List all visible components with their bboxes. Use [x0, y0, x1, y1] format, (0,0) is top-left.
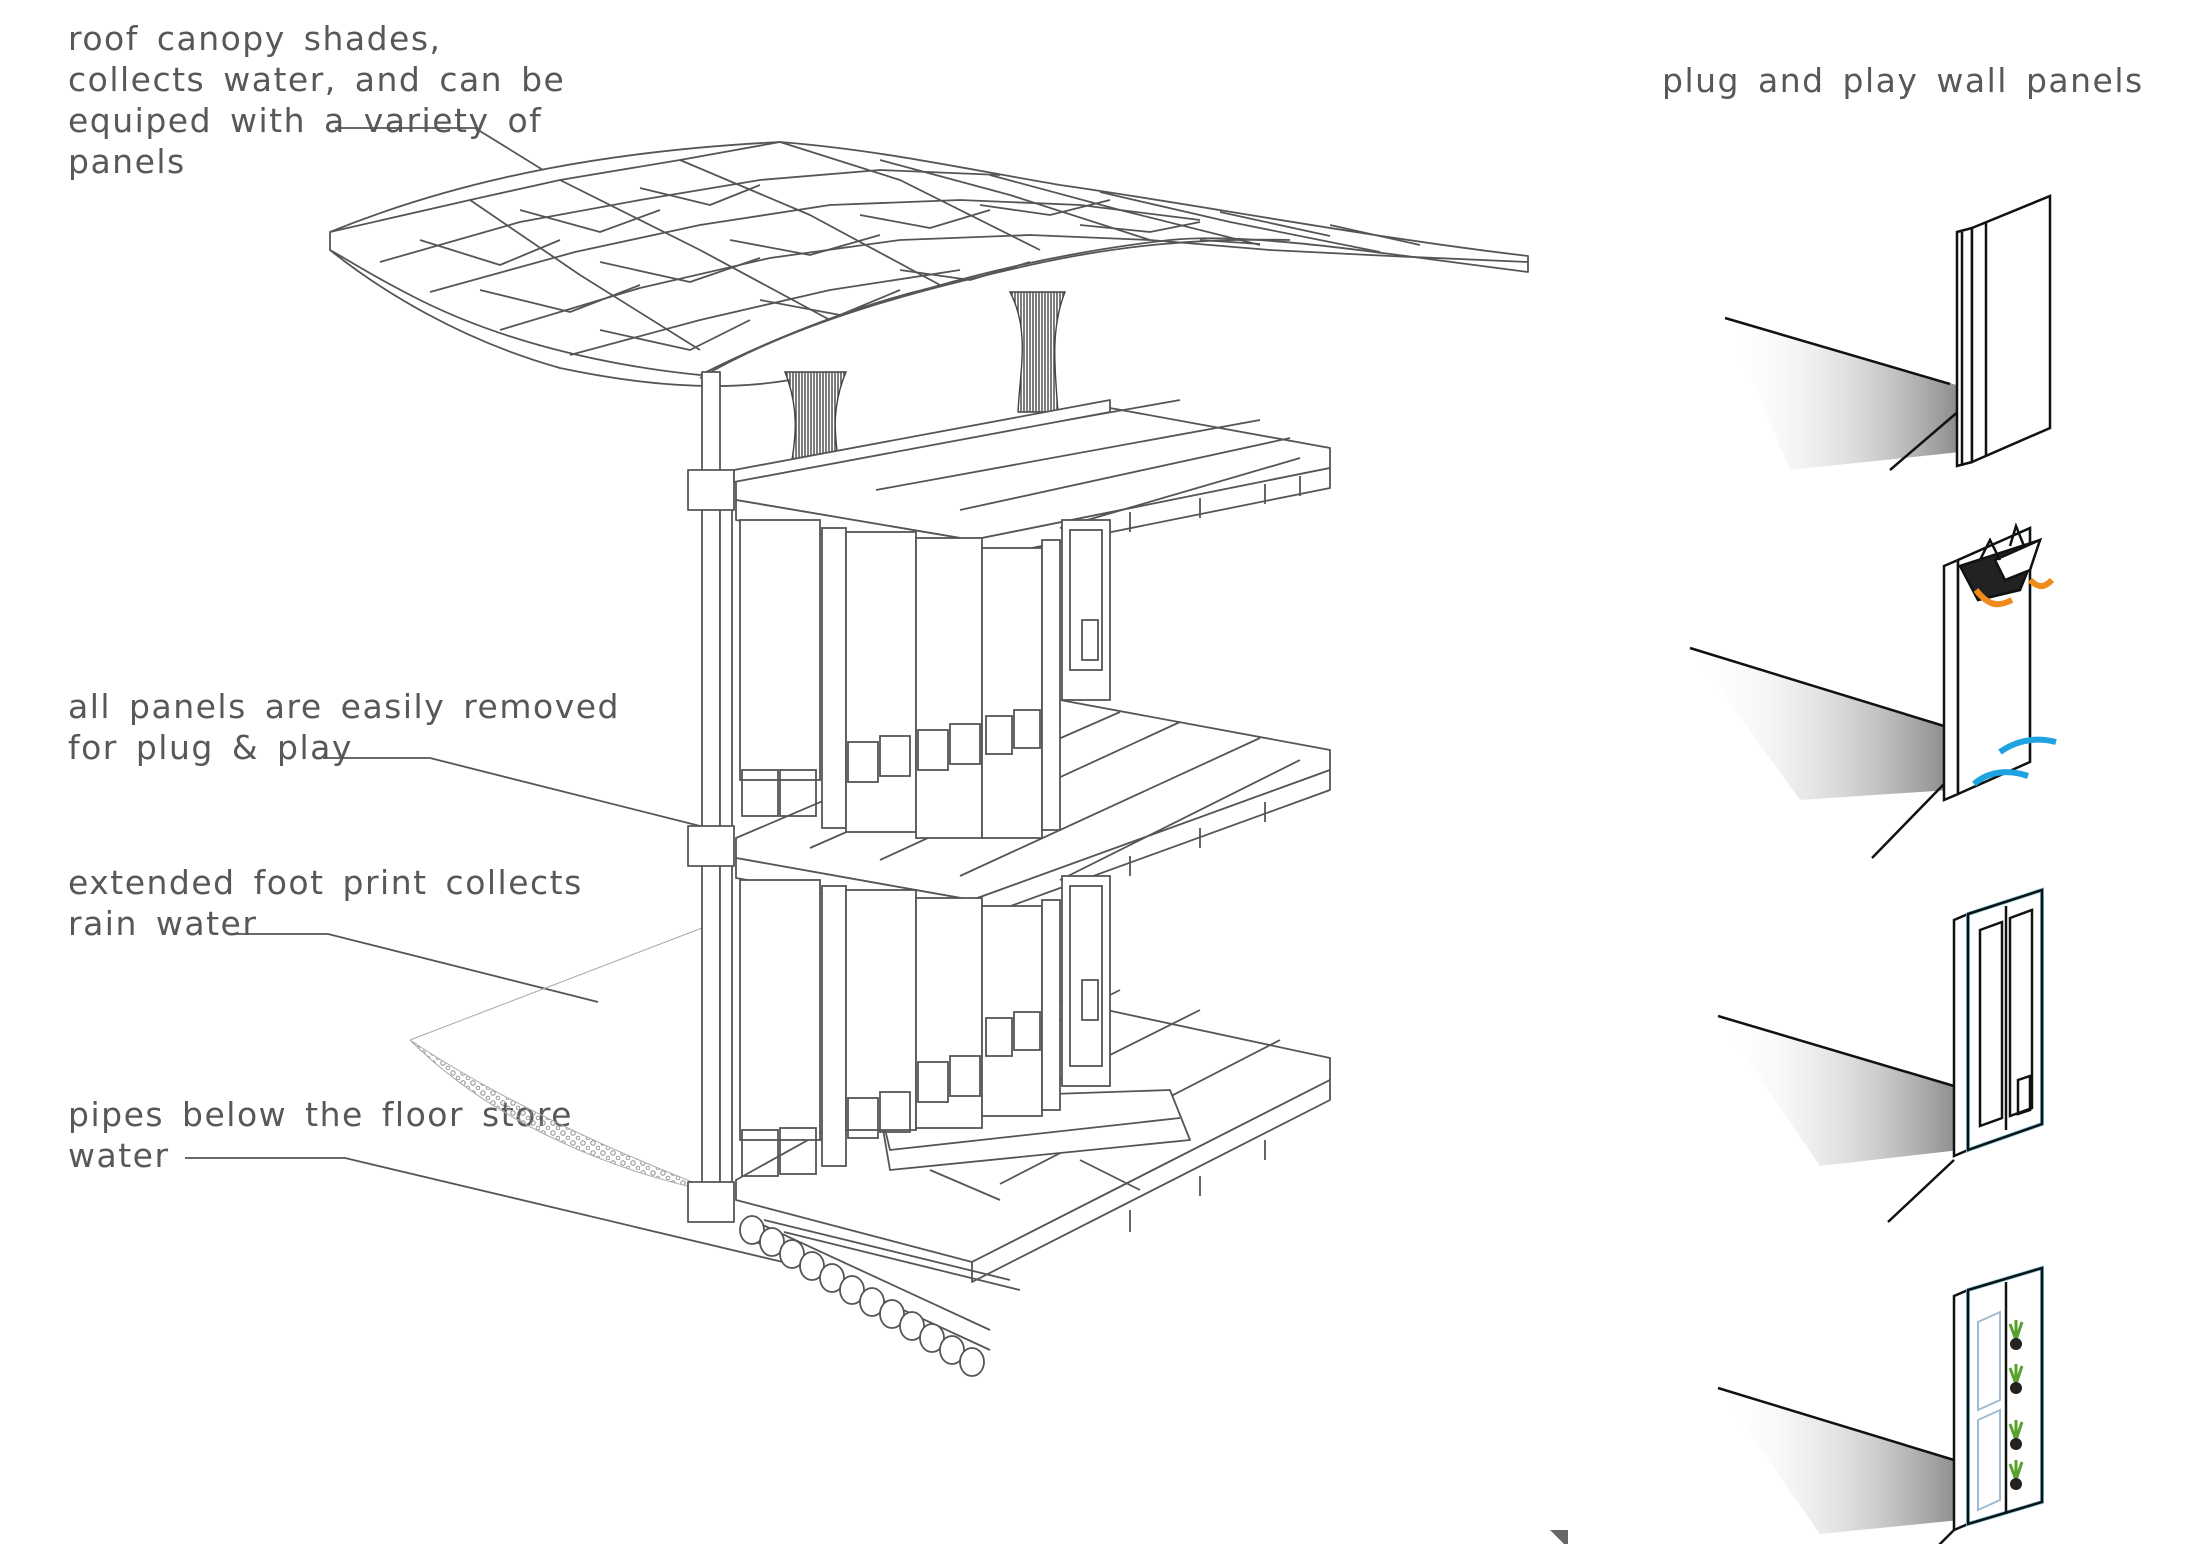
wall-panel-solar-water	[1689, 522, 2057, 859]
footprint-label: extended foot print collects rain water	[68, 862, 583, 944]
gravel-footprint	[409, 927, 706, 1191]
leader-panels	[323, 757, 709, 829]
roof-canopy-label-line-4: panels	[68, 142, 186, 181]
leader-roof	[335, 127, 557, 179]
plant-icons	[2008, 1320, 2024, 1481]
storage-pipes	[739, 1215, 1021, 1377]
pipes-label-line-2: water	[68, 1136, 170, 1175]
roof-canopy-label-line-3: equiped with a variety of	[68, 101, 543, 140]
leader-footprint	[232, 933, 599, 1003]
leader-pipes	[185, 1157, 809, 1269]
leader-lines	[185, 127, 809, 1269]
roof-canopy-label-line-2: collects water, and can be	[68, 60, 566, 99]
footprint-label-line-1: extended foot print collects	[68, 863, 583, 902]
wall-panels-title: plug and play wall panels	[1662, 61, 2144, 100]
roof-canopy-label: roof canopy shades, collects water, and …	[68, 18, 565, 182]
footprint-label-line-2: rain water	[68, 904, 258, 943]
roof-canopy-label-line-1: roof canopy shades,	[68, 19, 442, 58]
canopy-columns	[783, 291, 1067, 461]
corner-mark	[1550, 1530, 1568, 1544]
wall-panel-window	[1717, 887, 2044, 1223]
lower-wall-panels	[739, 875, 1111, 1177]
wall-panel-planter	[1717, 1265, 2044, 1544]
panels-removed-label: all panels are easily removed for plug &…	[68, 686, 620, 768]
roof-canopy	[329, 141, 1529, 387]
wall-panel-solid	[1724, 194, 2052, 471]
panels-removed-label-line-2: for plug & play	[68, 728, 353, 767]
panels-removed-label-line-1: all panels are easily removed	[68, 687, 620, 726]
upper-wall-panels	[739, 519, 1111, 839]
